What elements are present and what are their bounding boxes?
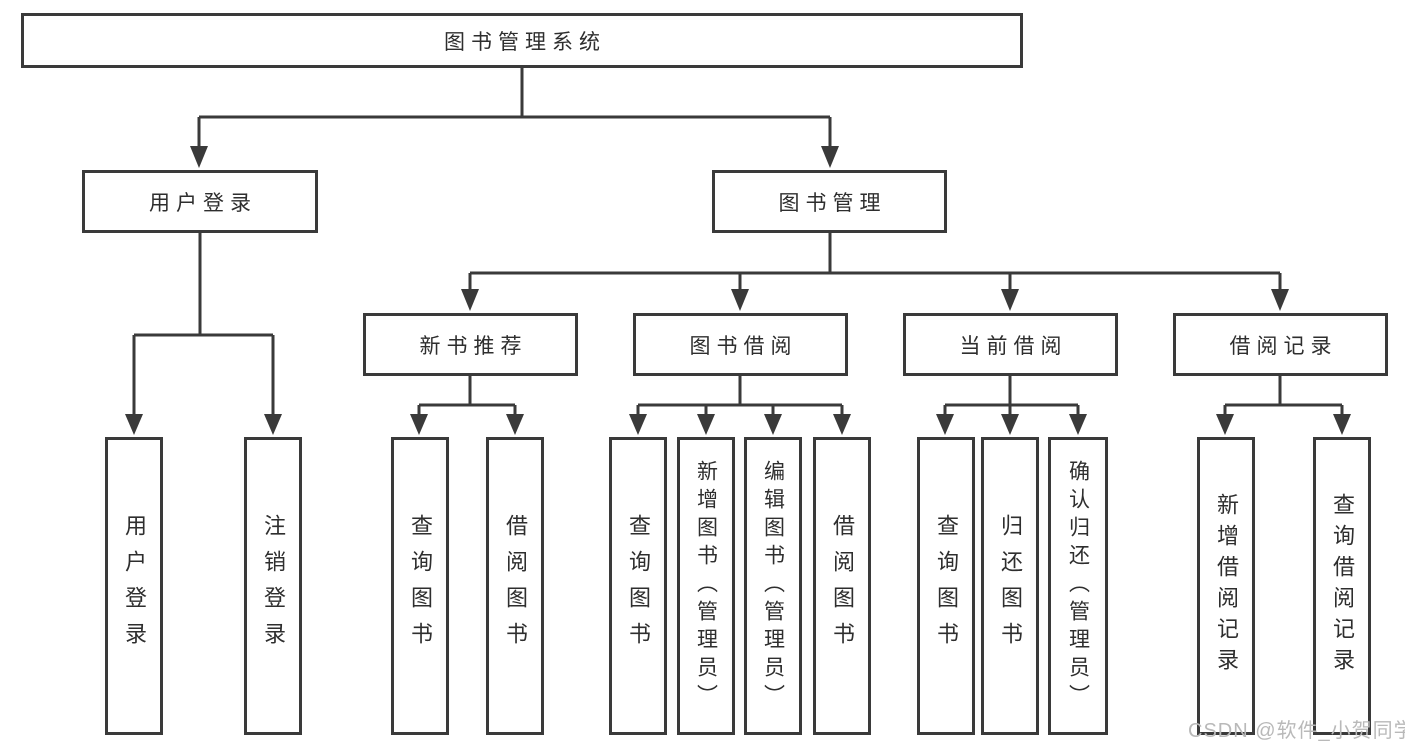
leaf-recommend-borrow-book-label: 借阅图书 (503, 514, 528, 658)
node-root-system: 图书管理系统 (21, 13, 1023, 68)
csdn-watermark: CSDN @软件_小贺同学 (1188, 720, 1405, 742)
leaf-record-add-borrow-record-label: 新增借阅记录 (1214, 493, 1239, 679)
leaf-current-confirm-return-admin-label: 确认归还（管理员） (1066, 460, 1090, 712)
node-root-label: 图书管理系统 (444, 30, 606, 54)
node-borrow-record-label: 借阅记录 (1229, 334, 1338, 358)
node-borrow-record: 借阅记录 (1173, 313, 1388, 376)
leaf-record-query-borrow-record: 查询借阅记录 (1313, 437, 1371, 735)
leaf-record-query-borrow-record-label: 查询借阅记录 (1330, 493, 1355, 679)
connector-current-borrow-branch (936, 376, 1087, 435)
leaf-borrow-query-book-label: 查询图书 (626, 514, 651, 658)
connector-book-borrow-branch (629, 376, 851, 435)
leaf-current-query-book-label: 查询图书 (934, 514, 959, 658)
connector-book-mgmt-branch (461, 233, 1289, 311)
leaf-borrow-add-book-admin-label: 新增图书（管理员） (694, 460, 718, 712)
node-new-book-recommend-label: 新书推荐 (419, 334, 528, 358)
node-new-book-recommend: 新书推荐 (363, 313, 578, 376)
node-book-borrow-label: 图书借阅 (689, 334, 798, 358)
leaf-borrow-query-book: 查询图书 (609, 437, 667, 735)
leaf-recommend-query-book: 查询图书 (391, 437, 449, 735)
leaf-borrow-add-book-admin: 新增图书（管理员） (677, 437, 735, 735)
leaf-current-return-book: 归还图书 (981, 437, 1039, 735)
leaf-borrow-edit-book-admin: 编辑图书（管理员） (744, 437, 802, 735)
node-user-login: 用户登录 (82, 170, 318, 233)
leaf-borrow-borrow-book: 借阅图书 (813, 437, 871, 735)
leaf-borrow-edit-book-admin-label: 编辑图书（管理员） (761, 460, 785, 712)
leaf-logout-label: 注销登录 (261, 514, 286, 658)
leaf-current-query-book: 查询图书 (917, 437, 975, 735)
leaf-user-login-label: 用户登录 (122, 514, 147, 658)
connector-new-book-branch (410, 376, 524, 435)
node-book-borrow: 图书借阅 (633, 313, 848, 376)
leaf-logout: 注销登录 (244, 437, 302, 735)
connector-root-to-level2 (190, 68, 839, 168)
leaf-current-return-book-label: 归还图书 (998, 514, 1023, 658)
leaf-recommend-borrow-book: 借阅图书 (486, 437, 544, 735)
connector-borrow-record-branch (1216, 376, 1351, 435)
node-current-borrow-label: 当前借阅 (959, 334, 1068, 358)
leaf-current-confirm-return-admin: 确认归还（管理员） (1048, 437, 1108, 735)
node-book-management: 图书管理 (712, 170, 947, 233)
leaf-user-login: 用户登录 (105, 437, 163, 735)
node-book-management-label: 图书管理 (778, 191, 887, 215)
connector-user-login-branch (125, 233, 282, 435)
node-user-login-label: 用户登录 (149, 191, 257, 215)
leaf-borrow-borrow-book-label: 借阅图书 (830, 514, 855, 658)
leaf-record-add-borrow-record: 新增借阅记录 (1197, 437, 1255, 735)
leaf-recommend-query-book-label: 查询图书 (408, 514, 433, 658)
node-current-borrow: 当前借阅 (903, 313, 1118, 376)
